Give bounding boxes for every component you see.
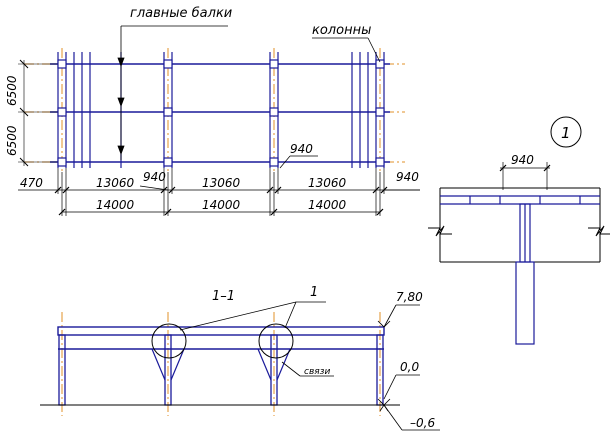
- column-square: [57, 59, 67, 69]
- column-square: [57, 157, 67, 167]
- column-square: [57, 107, 67, 117]
- detail-beam-top: [440, 195, 600, 205]
- level-minus-0-6: –0,6: [410, 416, 435, 430]
- dim-14000-2: 14000: [202, 198, 241, 212]
- section-1-1: 1–1 1: [40, 285, 440, 431]
- main-beams-leader: [117, 25, 228, 160]
- dim-13060-3: 13060: [308, 176, 347, 190]
- level-0-0: 0,0: [400, 360, 419, 374]
- section-callout: 1: [310, 285, 318, 300]
- columns-label: колонны: [312, 23, 371, 38]
- dim-13060-2: 13060: [202, 176, 241, 190]
- dim-6500-top: 6500: [5, 75, 19, 106]
- column-square: [375, 157, 385, 167]
- level-7-80: 7,80: [396, 290, 423, 304]
- columns-leader: [312, 37, 381, 63]
- detail-1: 1 940: [428, 116, 610, 345]
- section-axes: [61, 312, 381, 416]
- plan-extension-lines: [18, 60, 58, 166]
- braces-label: связи: [304, 367, 330, 377]
- detail-dimension: [499, 162, 551, 190]
- dim-940-1: 940: [143, 170, 166, 184]
- dim-14000-3: 14000: [308, 198, 347, 212]
- section-detail-circles: [151, 323, 294, 359]
- dim-940-2: 940: [290, 142, 313, 156]
- main-beams-label: главные балки: [130, 6, 232, 21]
- plan-secondary-beams: [57, 52, 385, 168]
- level-marks: [377, 304, 440, 431]
- section-columns: [58, 334, 384, 406]
- plan-columns: [57, 59, 385, 167]
- plan-view: главные балки колонны 6500 6500: [5, 6, 420, 216]
- dim-940-3: 940: [396, 170, 419, 184]
- dim-6500-bottom: 6500: [5, 125, 19, 156]
- detail-column: [515, 203, 535, 345]
- column-square: [163, 107, 173, 117]
- plan-main-beams: [50, 63, 390, 163]
- column-square: [269, 107, 279, 117]
- section-leaders: [179, 301, 334, 377]
- detail-dim-940: 940: [511, 153, 534, 167]
- detail-slab: [428, 187, 610, 263]
- vertical-dim-ticks: [19, 59, 29, 167]
- detail-marker-number: 1: [561, 124, 571, 142]
- plan-dimension-lines: [18, 155, 420, 216]
- section-title: 1–1: [212, 289, 235, 304]
- section-beams: [57, 326, 385, 350]
- dim-13060-1: 13060: [96, 176, 135, 190]
- plan-axes: [24, 48, 405, 172]
- column-square: [163, 157, 173, 167]
- section-braces: [151, 348, 291, 381]
- column-square: [375, 59, 385, 69]
- detail-marker-circle: [550, 116, 582, 148]
- plan-dim-ticks: [54, 186, 388, 216]
- column-square: [269, 59, 279, 69]
- column-square: [163, 59, 173, 69]
- dim-14000-1: 14000: [96, 198, 135, 212]
- column-square: [375, 107, 385, 117]
- dim-470: 470: [20, 176, 43, 190]
- column-square: [269, 157, 279, 167]
